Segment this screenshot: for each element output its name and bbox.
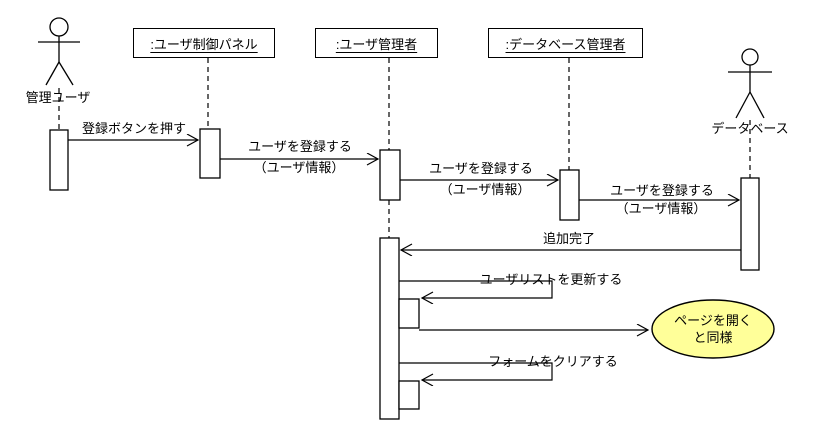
note-text: ページを開く と同様	[651, 312, 775, 346]
message-label-press-register-button: 登録ボタンを押す	[81, 121, 186, 136]
object-box-db-manager: :データベース管理者	[488, 28, 643, 58]
activation-user-control-panel	[199, 128, 221, 179]
message-arrow-clear-form	[399, 362, 553, 380]
activation-user-manager-nested-1	[398, 298, 420, 329]
message-label-register-user-3: ユーザを登録する	[610, 183, 714, 198]
object-box-user-manager: :ユーザ管理者	[315, 28, 438, 58]
actor-figure-admin-user	[38, 17, 80, 86]
message-param-register-user-2: （ユーザ情報）	[439, 182, 531, 197]
actor-figure-database	[728, 48, 772, 119]
actor-label-database: データベース	[711, 121, 789, 136]
note-ellipse	[651, 299, 775, 359]
message-param-register-user-1: （ユーザ情報）	[253, 160, 345, 175]
actor-head	[741, 48, 759, 66]
activation-database	[740, 177, 760, 271]
activation-user-manager-1	[379, 149, 401, 201]
actor-head	[49, 17, 69, 37]
actor-label-admin-user: 管理ユーザ	[25, 90, 91, 105]
activation-db-manager	[559, 169, 580, 221]
activation-user-manager-2	[379, 237, 400, 420]
message-param-register-user-3: （ユーザ情報）	[615, 201, 707, 216]
message-label-add-complete: 追加完了	[542, 231, 595, 246]
message-label-update-user-list: ユーザリストを更新する	[479, 272, 623, 287]
activation-admin-user	[49, 129, 69, 191]
actor-leg	[749, 91, 765, 119]
message-label-register-user-1: ユーザを登録する	[248, 139, 352, 154]
object-label-user-manager: :ユーザ管理者	[335, 36, 418, 52]
actor-leg	[58, 61, 74, 86]
message-label-register-user-2: ユーザを登録する	[429, 161, 533, 176]
message-label-clear-form: フォームをクリアする	[488, 354, 618, 369]
note-text-line2: と同様	[693, 330, 733, 345]
activation-user-manager-nested-2	[398, 380, 420, 410]
object-box-user-control-panel: :ユーザ制御パネル	[133, 28, 275, 58]
actor-leg	[45, 61, 60, 86]
message-arrow-update-user-list	[399, 280, 553, 298]
object-label-db-manager: :データベース管理者	[505, 36, 626, 52]
note-text-line1: ページを開く	[674, 313, 752, 328]
object-label-user-control-panel: :ユーザ制御パネル	[150, 36, 258, 52]
actor-leg	[735, 91, 751, 119]
